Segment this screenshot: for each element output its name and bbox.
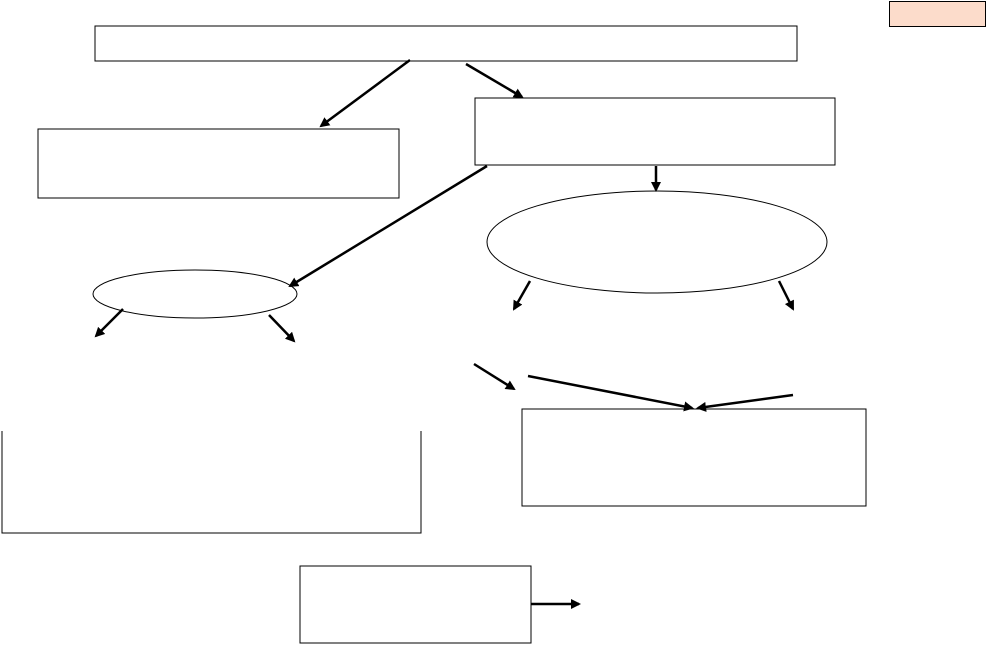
arrow-top-to-right-box: [465, 62, 524, 99]
arrow-left-ellipse-down-left: [94, 308, 124, 338]
arrow-right-into-bottom-right-box: [696, 393, 794, 412]
bottom-center-box: [299, 565, 532, 644]
corner-tag: [889, 1, 986, 27]
arrow-right-box-to-left-ellipse: [288, 164, 488, 288]
arrow-small-diagonal: [473, 362, 516, 391]
left-ellipse: [92, 269, 298, 319]
arrow-left-into-bottom-right-box: [527, 374, 694, 412]
right-box: [474, 97, 836, 166]
arrow-right-ellipse-down-left: [512, 280, 532, 311]
arrow-right-ellipse-down-right: [777, 280, 795, 311]
arrow-left-ellipse-down-right: [268, 314, 296, 343]
connectors: [94, 58, 795, 609]
right-ellipse: [486, 190, 828, 294]
bottom-left-box: [1, 431, 422, 534]
bottom-right-box: [521, 408, 867, 507]
top-box: [94, 25, 798, 62]
left-box: [37, 128, 400, 199]
arrow-top-to-left-box: [319, 58, 411, 128]
